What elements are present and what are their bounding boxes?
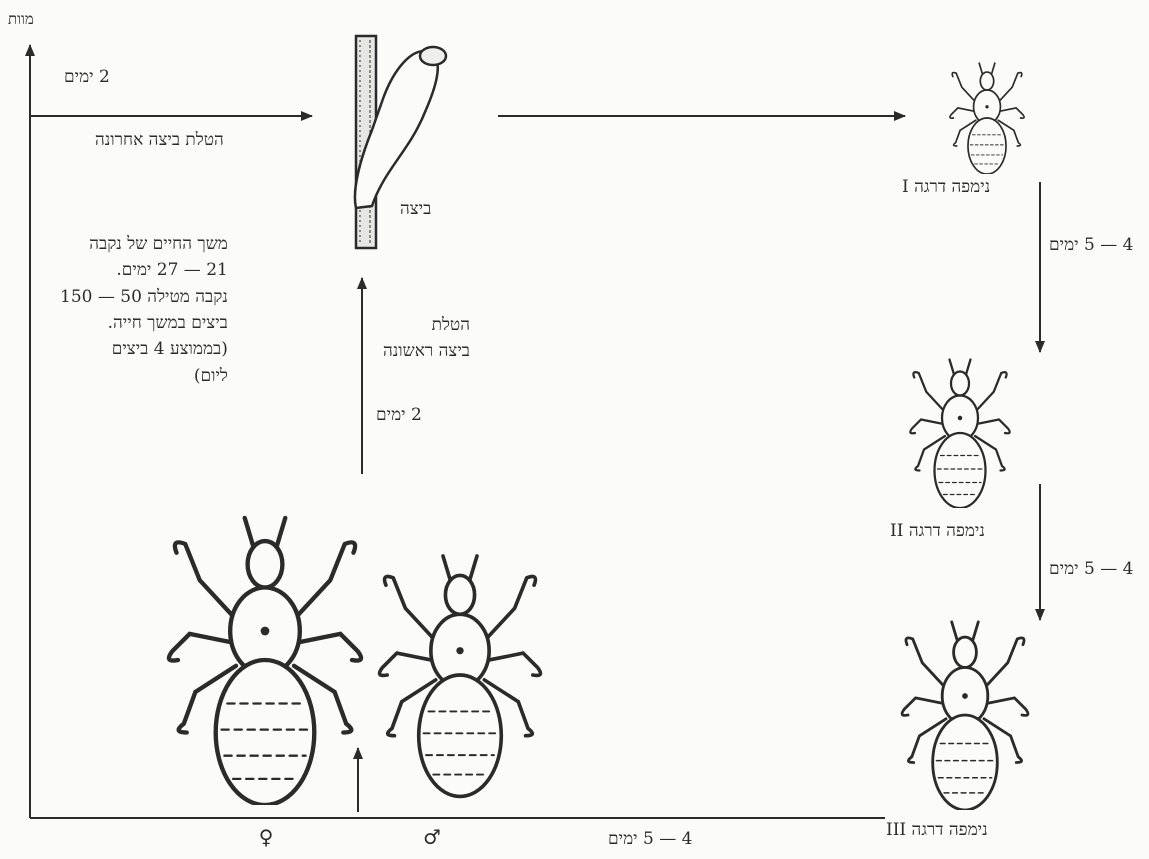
label-nymph-2: נימפה דרגה II bbox=[890, 518, 985, 544]
label-nymph-1: נימפה דרגה I bbox=[902, 174, 990, 200]
female-louse-icon bbox=[169, 518, 361, 805]
female-symbol: ♀ bbox=[256, 822, 276, 853]
nymph-1-icon bbox=[950, 63, 1024, 174]
male-symbol: ♂ bbox=[422, 822, 442, 853]
label-female-info: משך החיים של נקבה 21 — 27 ימים. נקבה מטי… bbox=[60, 231, 228, 389]
label-days-4-5-bottom: 4 — 5 ימים bbox=[608, 826, 692, 852]
nymph-3-icon bbox=[902, 622, 1028, 810]
label-first-egg: הטלת ביצה ראשונה bbox=[383, 312, 470, 365]
label-last-egg: הטלת ביצה אחרונה bbox=[95, 127, 224, 153]
male-louse-icon bbox=[380, 556, 541, 796]
label-days-4-5-a: 4 — 5 ימים bbox=[1049, 232, 1133, 258]
y-axis-label: מוות bbox=[8, 8, 34, 31]
label-two-days-mid: 2 ימים bbox=[376, 402, 422, 428]
label-two-days-top: 2 ימים bbox=[64, 64, 110, 90]
label-days-4-5-b: 4 — 5 ימים bbox=[1049, 556, 1133, 582]
label-nymph-3: נימפה דרגה III bbox=[886, 817, 988, 843]
nymph-2-icon bbox=[910, 360, 1009, 509]
label-egg: ביצה bbox=[400, 196, 431, 222]
